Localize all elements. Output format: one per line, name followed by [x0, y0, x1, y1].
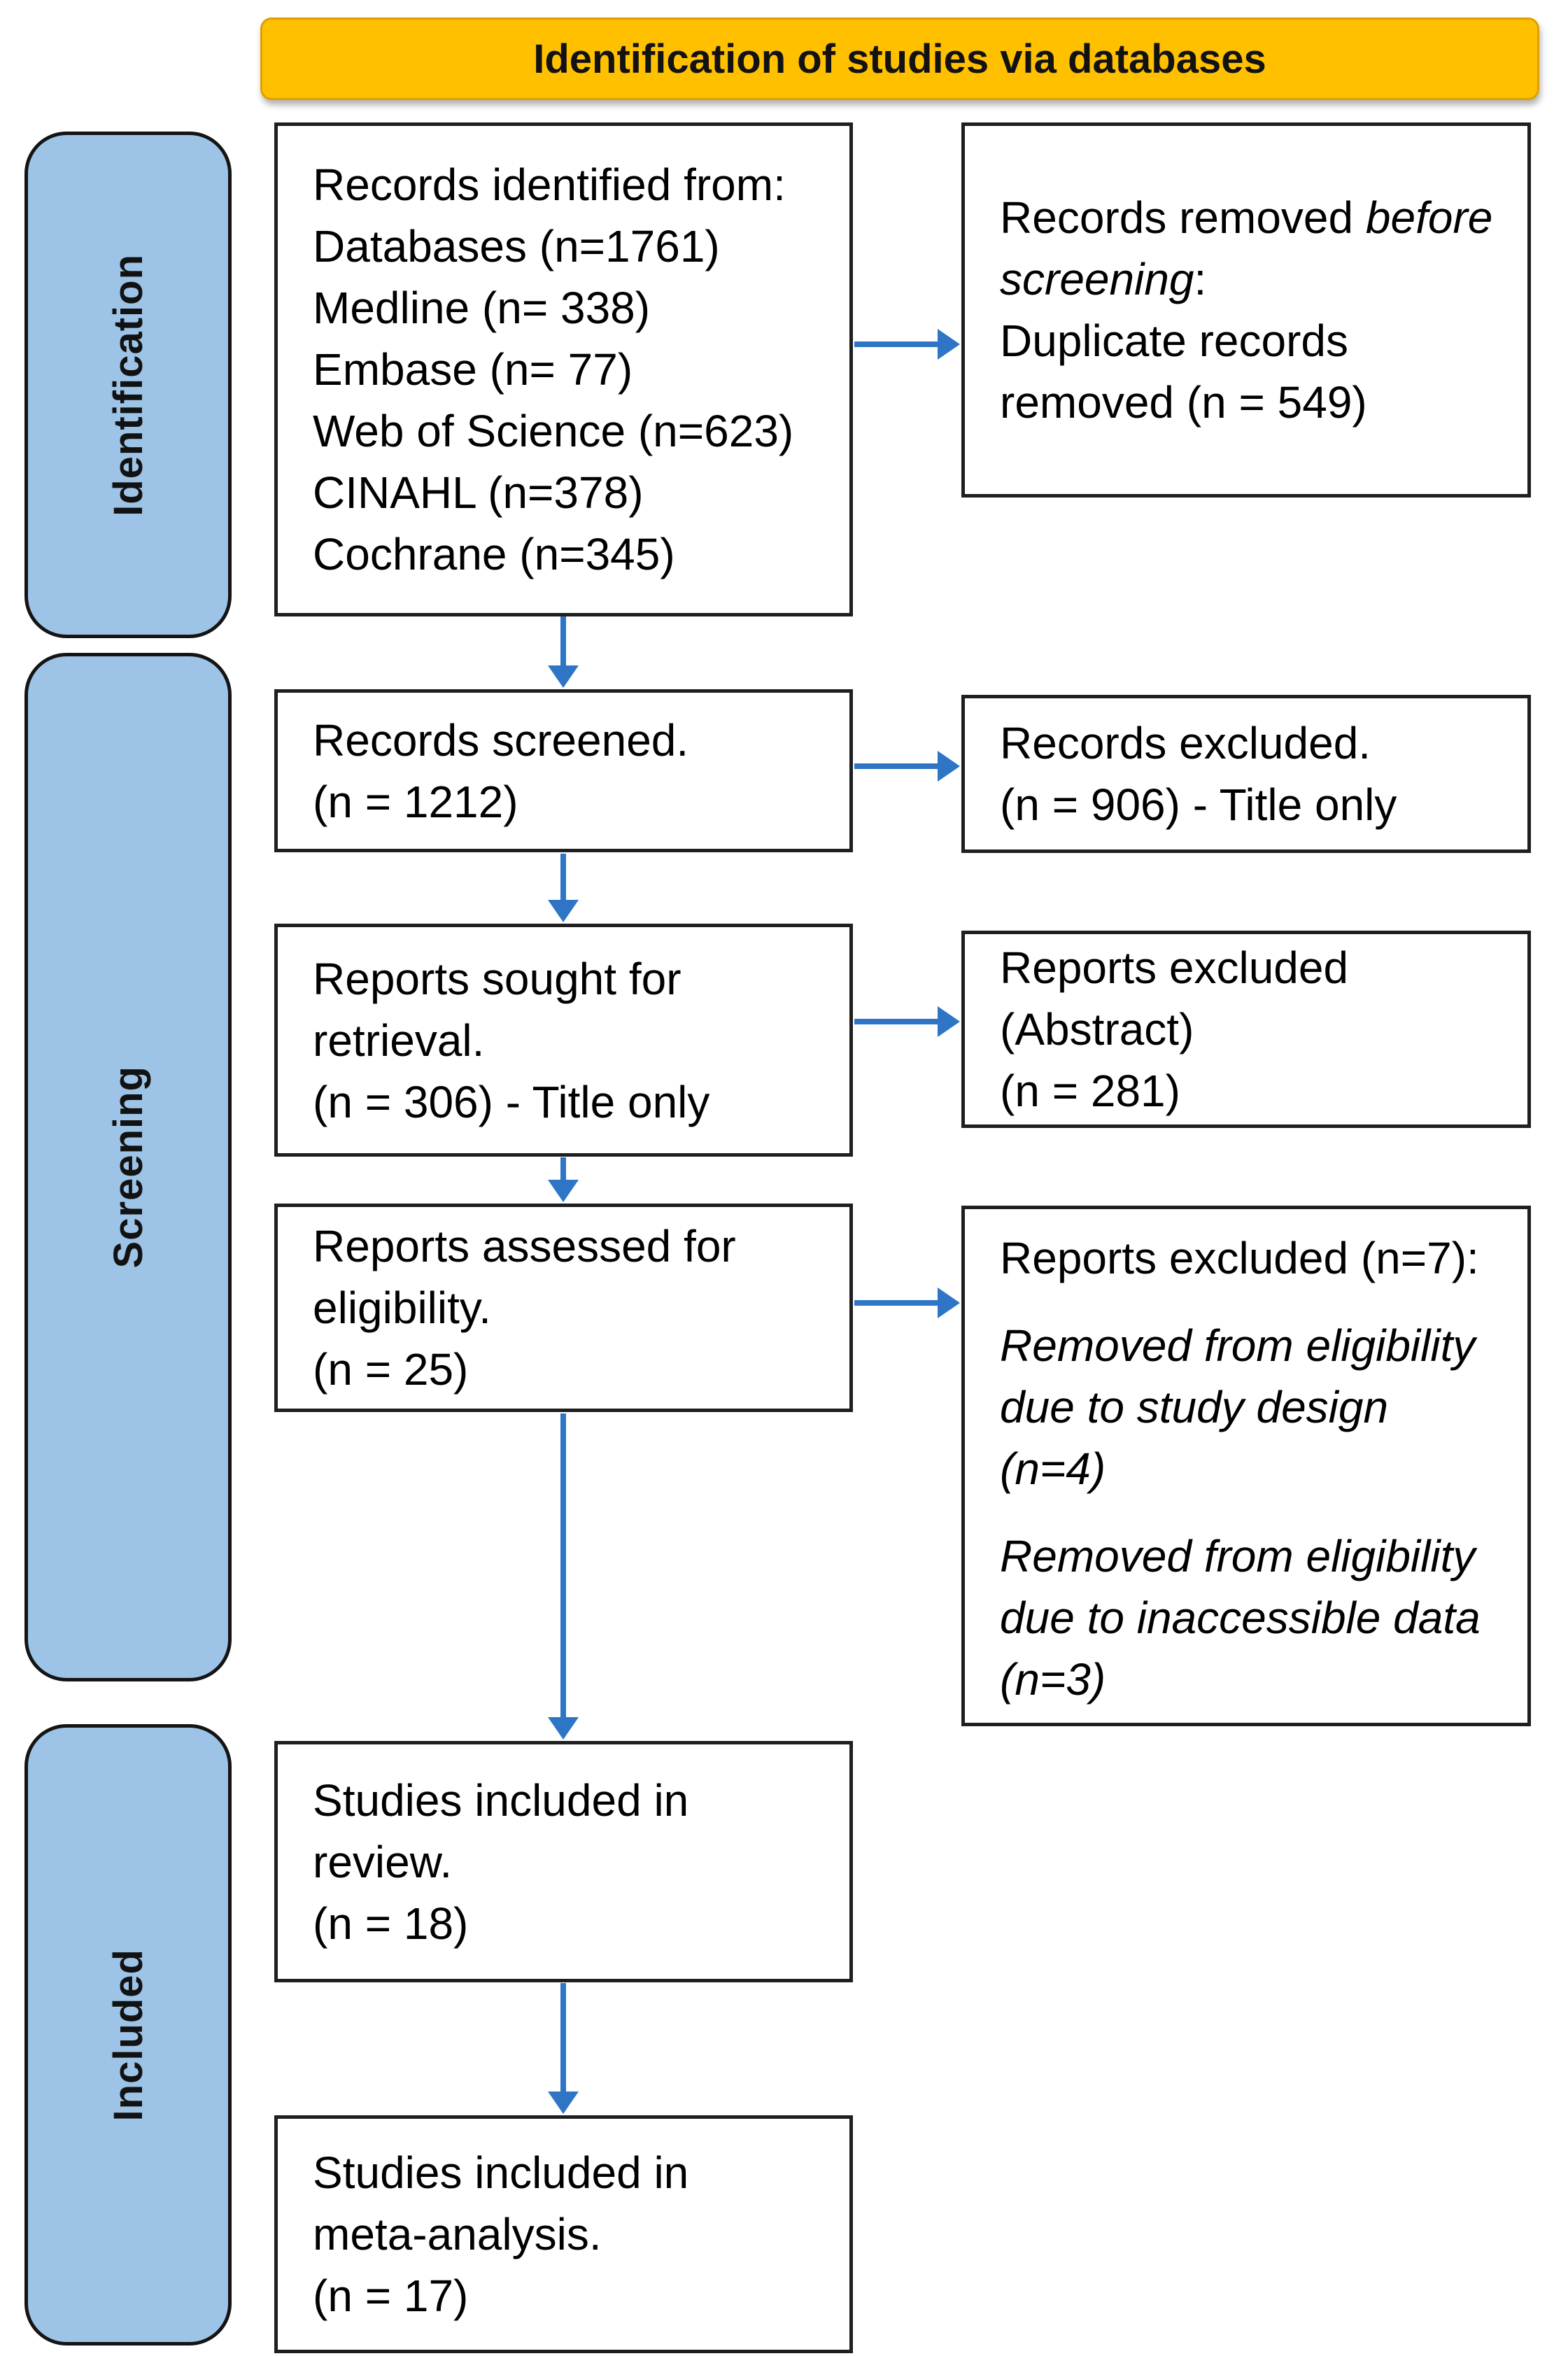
- box-text-line: Web of Science (n=623): [313, 406, 794, 456]
- box-text-line: due to study design: [1000, 1382, 1389, 1432]
- box-text-line: Records identified from:: [313, 160, 786, 210]
- box-text-line: Records screened.: [313, 714, 689, 766]
- box-text-line: (n = 25): [313, 1344, 469, 1395]
- arrow-down-head-icon: [548, 665, 579, 688]
- arrow-shaft: [854, 341, 940, 347]
- box-text-line: (Abstract): [1000, 1004, 1194, 1054]
- box-text-line: Records removed before: [1000, 192, 1493, 243]
- box-text-line: Reports excluded: [1000, 943, 1349, 993]
- stage-label-included-text: Included: [105, 1948, 151, 2122]
- box-text-line: Embase (n= 77): [313, 344, 633, 395]
- arrow-right-head-icon: [938, 329, 960, 360]
- flow-box-reports-excluded-n7: Reports excluded (n=7): Removed from elig…: [961, 1206, 1531, 1726]
- arrow-right-head-icon: [938, 1288, 960, 1318]
- flow-box-reports-sought: Reports sought for retrieval. (n = 306) - …: [274, 924, 853, 1157]
- stage-label-identification: Identification: [24, 132, 232, 638]
- box-text-line: (n = 906) - Title only: [1000, 780, 1397, 830]
- box-text-line: Medline (n= 338): [313, 283, 651, 333]
- box-text-line: (n=3): [1000, 1654, 1106, 1705]
- box-text-line: Duplicate records: [1000, 316, 1348, 366]
- box-text-line: Reports excluded (n=7):: [1000, 1233, 1479, 1283]
- box-text-line: (n = 306) - Title only: [313, 1076, 710, 1127]
- box-text-line: (n = 18): [313, 1898, 469, 1949]
- header-title: Identification of studies via databases: [533, 36, 1266, 82]
- arrow-shaft: [854, 763, 940, 769]
- box-text-line: Records excluded.: [1000, 718, 1371, 768]
- arrow-right-identified-to-removed: [854, 329, 960, 360]
- arrow-right-screened-to-excluded: [854, 751, 960, 782]
- arrow-down-head-icon: [548, 900, 579, 922]
- flow-box-records-removed-before-screening: Records removed before screening: Duplicat…: [961, 122, 1531, 498]
- box-text-line: removed (n = 549): [1000, 377, 1367, 428]
- box-text-line: eligibility.: [313, 1283, 491, 1333]
- flow-box-records-screened: Records screened. (n = 1212): [274, 689, 853, 852]
- arrow-shaft: [560, 616, 566, 668]
- arrow-right-head-icon: [938, 751, 960, 782]
- arrow-down-assessed-to-included-review: [548, 1413, 579, 1740]
- arrow-shaft: [560, 1983, 566, 2094]
- box-text-line: Removed from eligibility: [1000, 1320, 1476, 1371]
- box-text-line: (n=4): [1000, 1444, 1106, 1494]
- box-text-line: CINAHL (n=378): [313, 467, 644, 518]
- box-text-line: retrieval.: [313, 1015, 485, 1066]
- arrow-down-review-to-meta-analysis: [548, 1983, 579, 2114]
- arrow-right-head-icon: [938, 1006, 960, 1037]
- box-text-line: [1000, 1500, 1511, 1525]
- flow-box-reports-excluded-abstract: Reports excluded (Abstract) (n = 281): [961, 931, 1531, 1128]
- box-text-line: Studies included in: [313, 2147, 689, 2198]
- arrow-down-head-icon: [548, 2092, 579, 2114]
- box-text-line: [1000, 1289, 1511, 1315]
- box-text-line: (n = 281): [1000, 1066, 1180, 1116]
- arrow-down-screened-to-sought: [548, 854, 579, 922]
- stage-label-identification-text: Identification: [105, 253, 151, 516]
- arrow-shaft: [560, 1413, 566, 1720]
- box-text-line: Studies included in: [313, 1775, 689, 1826]
- flow-box-reports-assessed: Reports assessed for eligibility. (n = 25): [274, 1204, 853, 1412]
- box-text-line: Reports sought for: [313, 953, 681, 1004]
- box-text-line: meta-analysis.: [313, 2209, 602, 2259]
- flow-box-records-excluded: Records excluded. (n = 906) - Title only: [961, 695, 1531, 853]
- flow-box-records-identified: Records identified from: Databases (n=176…: [274, 122, 853, 616]
- stage-label-screening-text: Screening: [105, 1066, 151, 1269]
- box-text-line: screening:: [1000, 254, 1207, 304]
- box-text-line: Removed from eligibility: [1000, 1531, 1476, 1581]
- box-text-line: review.: [313, 1836, 453, 1887]
- stage-label-included: Included: [24, 1724, 232, 2346]
- box-text-line: due to inaccessible data: [1000, 1593, 1481, 1643]
- flow-box-studies-included-meta-analysis: Studies included in meta-analysis. (n = 17…: [274, 2115, 853, 2353]
- arrow-down-head-icon: [548, 1180, 579, 1202]
- arrow-shaft: [854, 1300, 940, 1306]
- arrow-down-identified-to-screened: [548, 616, 579, 688]
- arrow-right-sought-to-excluded-abstract: [854, 1006, 960, 1037]
- header-banner: Identification of studies via databases: [260, 17, 1539, 100]
- box-text-line: Databases (n=1761): [313, 221, 720, 271]
- arrow-shaft: [854, 1019, 940, 1024]
- arrow-down-head-icon: [548, 1717, 579, 1740]
- stage-label-screening: Screening: [24, 653, 232, 1681]
- box-text-line: (n = 1212): [313, 776, 518, 827]
- arrow-right-assessed-to-excluded-n7: [854, 1288, 960, 1318]
- arrow-shaft: [560, 1157, 566, 1183]
- arrow-shaft: [560, 854, 566, 903]
- box-text-line: Reports assessed for: [313, 1221, 736, 1271]
- flow-box-studies-included-review: Studies included in review. (n = 18): [274, 1741, 853, 1982]
- box-text-line: (n = 17): [313, 2271, 469, 2321]
- box-text-line: Cochrane (n=345): [313, 529, 675, 579]
- arrow-down-sought-to-assessed: [548, 1157, 579, 1202]
